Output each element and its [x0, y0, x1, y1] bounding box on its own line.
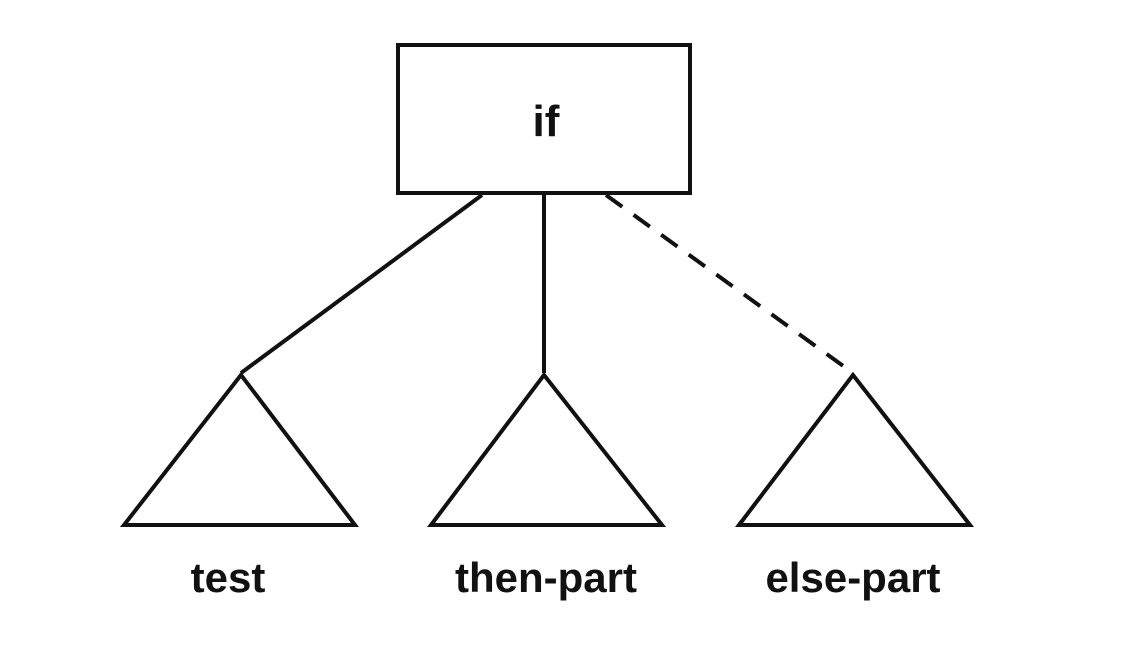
edge-to-test: [239, 193, 484, 375]
else-part-label: else-part: [765, 554, 940, 601]
edge-to-else-part: [604, 193, 855, 375]
test-label: test: [191, 554, 266, 601]
then-part-label: then-part: [455, 554, 637, 601]
root-node-label: if: [533, 97, 560, 146]
test-subtree-triangle: [119, 371, 360, 527]
else-part-subtree-triangle: [734, 371, 975, 527]
root-node-box: [396, 43, 692, 195]
then-part-subtree-triangle: [426, 371, 667, 527]
